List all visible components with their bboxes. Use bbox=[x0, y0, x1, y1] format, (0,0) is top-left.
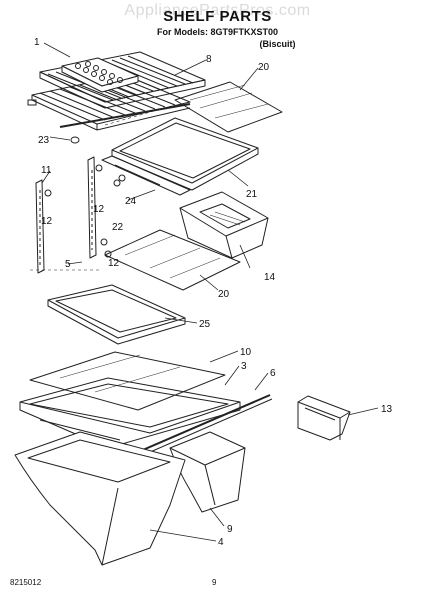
callout-9: 9 bbox=[227, 524, 233, 535]
callout-6: 6 bbox=[270, 368, 276, 379]
callout-5: 5 bbox=[65, 259, 71, 270]
callout-14: 14 bbox=[264, 272, 276, 283]
crisper-drawer-part-4 bbox=[14, 431, 186, 566]
crisper-glass-part-10 bbox=[29, 351, 226, 411]
screw-part-22 bbox=[113, 174, 126, 187]
callout-20: 20 bbox=[218, 289, 230, 300]
glass-shelf-part-20-lower bbox=[104, 229, 241, 291]
shelf-bar-part-23 bbox=[27, 99, 191, 144]
page-number: 9 bbox=[212, 578, 217, 587]
page-title: SHELF PARTS bbox=[163, 8, 272, 25]
callout-3: 3 bbox=[241, 361, 247, 372]
egg-tray-part-1 bbox=[61, 57, 139, 93]
callout-25: 25 bbox=[199, 319, 211, 330]
shelf-frame-part-21 bbox=[111, 117, 259, 191]
shelf-frame-part-25 bbox=[47, 284, 186, 345]
color-variant: (Biscuit) bbox=[259, 39, 296, 49]
wire-shelf-part-8 bbox=[31, 51, 206, 131]
deli-drawer-part-14 bbox=[179, 191, 269, 259]
callout-12: 12 bbox=[93, 204, 105, 215]
callout-13: 13 bbox=[381, 404, 393, 415]
crisper-drawer-part-9 bbox=[169, 431, 246, 513]
callout-22: 22 bbox=[112, 222, 124, 233]
callout-11: 11 bbox=[41, 165, 52, 176]
shelf-ladder-part-11 bbox=[87, 156, 97, 259]
callout-10: 10 bbox=[240, 347, 252, 358]
glass-shelf-part-20-upper bbox=[174, 81, 283, 133]
callout-12: 12 bbox=[41, 216, 53, 227]
leader-lines bbox=[41, 42, 379, 542]
callout-23: 23 bbox=[38, 135, 50, 146]
document-number: 8215012 bbox=[10, 578, 42, 587]
callout-labels: 1 8 20 23 21 11 12 24 22 12 12 5 14 20 2… bbox=[34, 37, 393, 548]
crisper-frame-part-3 bbox=[19, 377, 241, 449]
door-bin-part-13 bbox=[297, 395, 351, 441]
callout-20: 20 bbox=[258, 62, 270, 73]
callout-24: 24 bbox=[125, 196, 137, 207]
callout-8: 8 bbox=[206, 54, 212, 65]
screw-part-12 bbox=[44, 164, 112, 258]
shelf-rail-part-24 bbox=[101, 155, 191, 196]
callout-21: 21 bbox=[246, 189, 258, 200]
callout-1: 1 bbox=[34, 37, 40, 48]
callout-4: 4 bbox=[218, 537, 224, 548]
watermark: AppliancePartsPros.com bbox=[124, 2, 311, 19]
model-subtitle: For Models: 8GT9FTKXST00 bbox=[156, 27, 279, 37]
callout-12: 12 bbox=[108, 258, 120, 269]
